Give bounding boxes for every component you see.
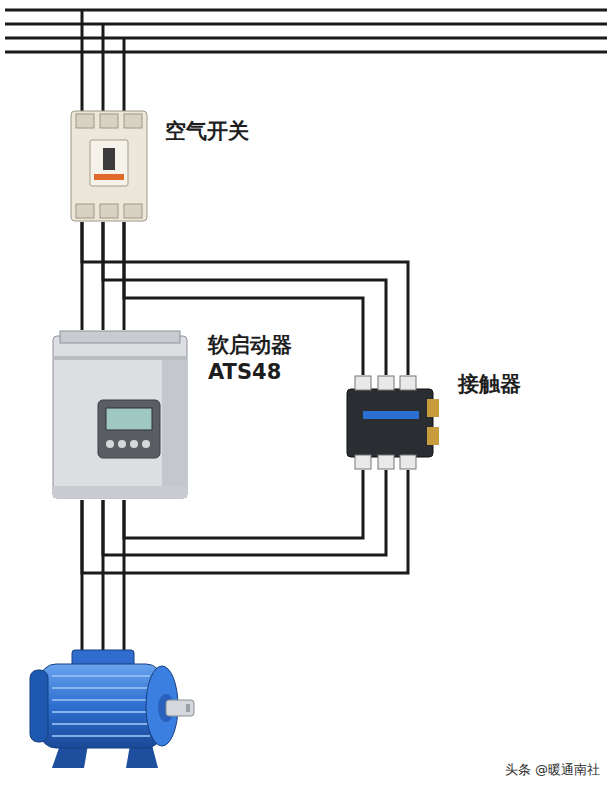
contactor-symbol: [347, 389, 433, 457]
soft-starter-symbol: [53, 356, 187, 360]
soft-starter-symbol: [142, 440, 150, 448]
contactor-symbol: [400, 455, 416, 469]
breaker-symbol: [71, 111, 147, 221]
bus-bars: [5, 23, 607, 26]
soft-starter-symbol: [53, 336, 187, 498]
motor: [52, 699, 150, 701]
soft-starter-symbol: [98, 400, 160, 458]
bus-bars: [5, 51, 607, 54]
bus-bars: [5, 10, 607, 52]
feed-wires: [123, 38, 126, 112]
contactor-symbol: [427, 427, 439, 445]
breaker-symbol: [76, 204, 94, 218]
soft-starter-symbol: [118, 440, 126, 448]
contactor-symbol: [343, 375, 440, 470]
breaker-symbol: [94, 174, 124, 180]
contactor-symbol: [355, 455, 371, 469]
motor: [166, 700, 194, 716]
breaker-symbol: [70, 110, 148, 222]
soft-starter-symbol: [162, 360, 187, 496]
breaker-node: 空气开关: [70, 110, 148, 222]
breaker-symbol: [100, 114, 118, 128]
soft-starter-symbol: [106, 440, 114, 448]
motor: [52, 723, 150, 725]
soft-starter-symbol: [106, 408, 152, 430]
breaker-symbol: [100, 204, 118, 218]
bus-bars: [5, 9, 607, 12]
contactor-symbol: [427, 399, 439, 417]
contactor-node: 接触器: [343, 375, 440, 470]
contactor-symbol: [378, 455, 394, 469]
motor: [52, 675, 150, 677]
contactor-symbol: [363, 411, 419, 419]
motor: [52, 735, 150, 737]
soft-starter-symbol: [60, 331, 180, 343]
bus-bars: [5, 37, 607, 40]
breaker-symbol: [124, 204, 142, 218]
contactor-symbol: [355, 376, 371, 390]
feed-wires: [102, 24, 105, 112]
motor: [52, 676, 150, 736]
feed-wires: [81, 10, 84, 112]
watermark: 头条 @暖通南社: [503, 760, 602, 780]
breaker-symbol: [103, 148, 115, 170]
contactor-symbol: [378, 376, 394, 390]
breaker-symbol: [124, 114, 142, 128]
motor: [52, 711, 150, 713]
motor: [52, 687, 150, 689]
motor: [40, 664, 162, 748]
part-label: 空气开关: [165, 118, 275, 145]
motor: [30, 650, 194, 768]
motor: [30, 670, 48, 742]
feed-wires: [82, 10, 124, 112]
contactor-symbol: [400, 376, 416, 390]
part-label: 软启动器 ATS48: [208, 332, 300, 386]
breaker-symbol: [90, 140, 128, 186]
soft-starter-node: 软启动器 ATS48: [52, 330, 188, 500]
motor: [186, 704, 190, 712]
part-label: 接触器: [458, 371, 548, 398]
breaker-symbol: [76, 114, 94, 128]
soft-starter-symbol: [53, 486, 187, 498]
soft-starter-symbol: [52, 330, 188, 500]
soft-starter-symbol: [130, 440, 138, 448]
